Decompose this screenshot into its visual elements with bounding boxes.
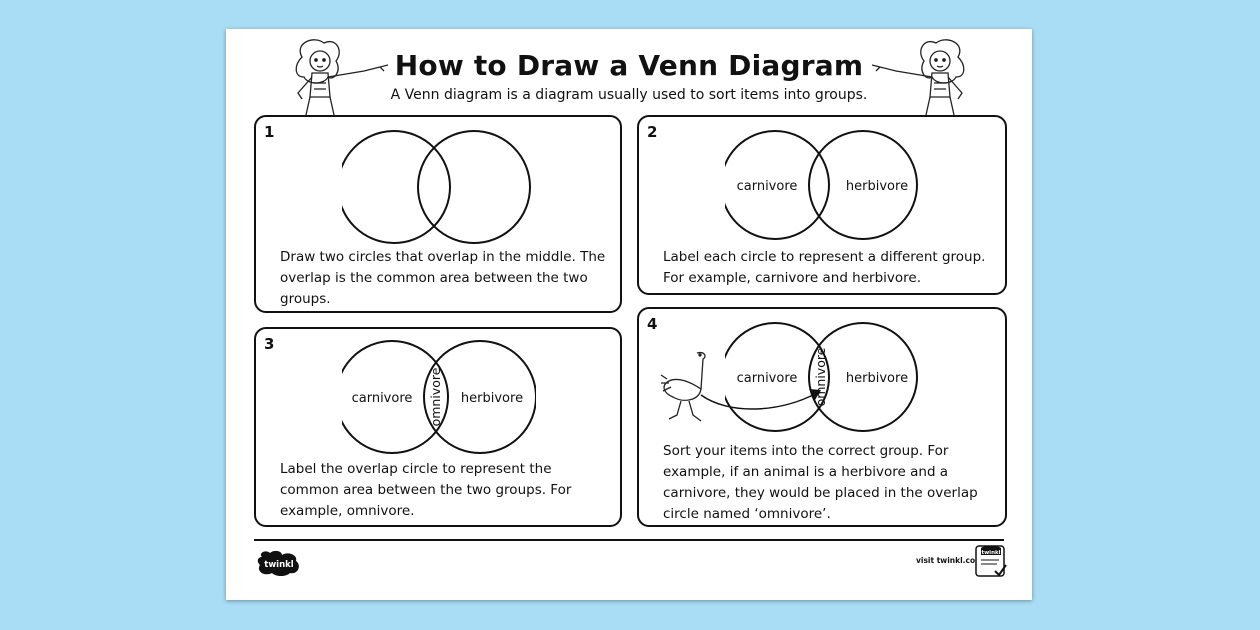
step-description: Draw two circles that overlap in the mid… [280, 249, 606, 307]
step-number: 3 [264, 335, 275, 353]
step-3-panel: 3 carnivore herbivore omnivore Label the… [254, 327, 622, 527]
venn-diagram: carnivore herbivore omnivore [342, 340, 536, 454]
step-description: Sort your items into the correct group. … [663, 443, 978, 522]
twinkl-quality-badge: twinkl [975, 545, 1007, 577]
badge-text: twinkl [981, 550, 1000, 556]
venn-left-circle [342, 340, 449, 454]
venn-left-circle [342, 130, 451, 244]
page-title: How to Draw a Venn Diagram [394, 49, 864, 82]
step-number: 2 [647, 123, 658, 141]
step-1-panel: 1 Draw two circles that overlap in the m… [254, 115, 622, 313]
page-subtitle: A Venn diagram is a diagram usually used… [390, 87, 868, 103]
sort-arrow [700, 389, 821, 410]
venn-right-circle [808, 130, 918, 240]
venn-left-label: carnivore [737, 179, 798, 194]
venn-overlap-label: omnivore [428, 367, 443, 426]
venn-diagram [342, 130, 531, 244]
step-description: Label the overlap circle to represent th… [280, 461, 572, 519]
footer-divider [254, 539, 1004, 541]
venn-right-label: herbivore [461, 391, 523, 406]
worksheet-page: How to Draw a Venn Diagram A Venn diagra… [226, 29, 1032, 600]
step-number: 4 [647, 315, 658, 333]
twinkl-logo: twinkl [257, 550, 299, 576]
step-description: Label each circle to represent a differe… [663, 249, 986, 286]
girl-pointing-illustration [871, 39, 965, 116]
venn-left-circle [725, 130, 830, 240]
girl-pointing-illustration [295, 39, 389, 116]
twinkl-logo-text: twinkl [264, 560, 294, 570]
step-2-panel: 2 carnivore herbivore Label each circle … [637, 115, 1007, 295]
venn-left-circle [725, 322, 830, 432]
venn-diagram: carnivore herbivore [725, 130, 918, 240]
visit-website-text: visit twinkl.com [916, 556, 983, 565]
venn-right-circle [808, 322, 918, 432]
venn-right-circle [423, 340, 536, 454]
venn-right-label: herbivore [846, 179, 908, 194]
venn-left-label: carnivore [737, 371, 798, 386]
step-4-panel: 4 carnivore herbivore omnivore Sort your… [637, 307, 1007, 527]
venn-left-label: carnivore [352, 391, 413, 406]
step-number: 1 [264, 123, 275, 141]
ostrich-illustration [660, 351, 706, 422]
venn-right-label: herbivore [846, 371, 908, 386]
venn-right-circle [417, 130, 531, 244]
